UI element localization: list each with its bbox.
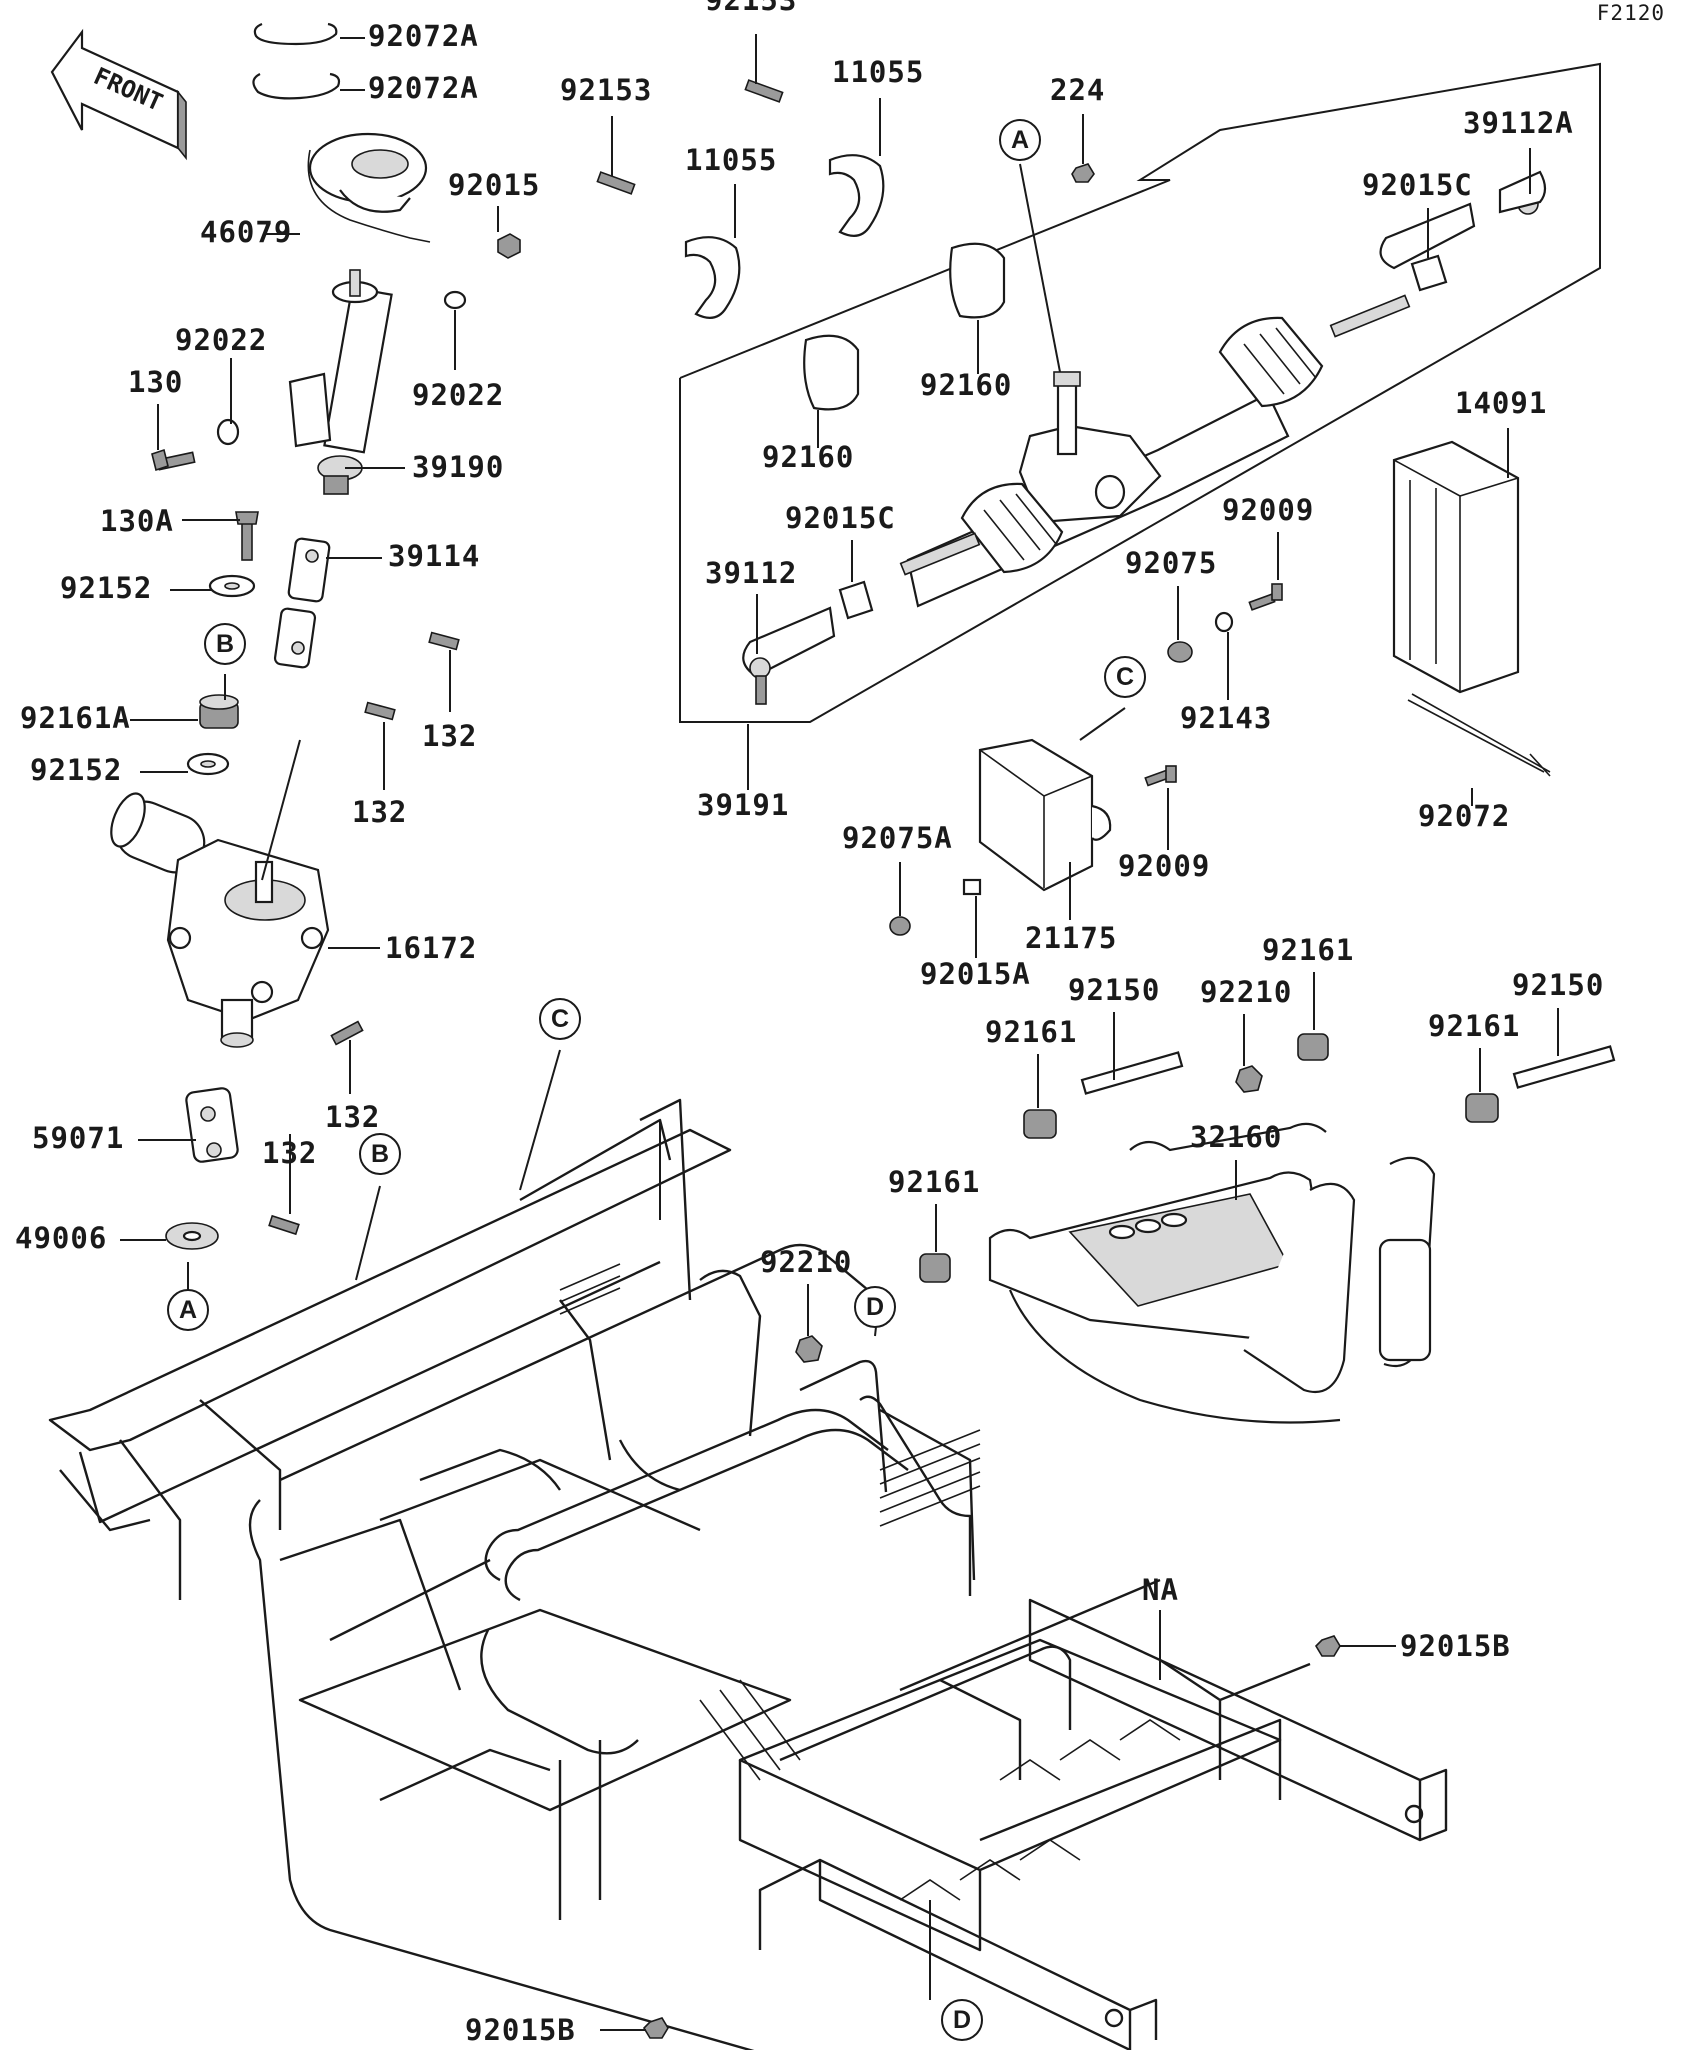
part-label-p-92009-1: 92009 [1222,493,1314,527]
part-label-p-32160: 32160 [1190,1120,1282,1154]
part-label-p-16172: 16172 [385,931,477,965]
callout-letter: D [953,2006,971,2034]
part-label-p-92015a: 92015A [920,957,1031,991]
part-label-p-92072a-2: 92072A [368,71,479,105]
part-label-p-92072: 92072 [1418,799,1510,833]
part-label-p-92161a: 92161A [20,701,131,735]
part-label-p-132-2: 132 [352,795,407,829]
part-label-p-92075a: 92075A [842,821,953,855]
part-label-p-39190: 39190 [412,450,504,484]
part-label-p-132-3: 132 [325,1100,380,1134]
part-label-p-132-4: 132 [262,1136,317,1170]
part-label-p-92015b-1: 92015B [1400,1629,1511,1663]
part-label-p-39191: 39191 [697,788,789,822]
steering-rack-assembly [596,62,1601,723]
part-label-p-92160-1: 92160 [920,368,1012,402]
part-label-p-92022-l: 92022 [175,323,267,357]
steering-column-assembly [110,22,521,1250]
a-arm-assembly [795,1033,1616,1424]
callout-b-1: B [204,623,246,665]
part-label-p-92015b-2: 92015B [465,2013,576,2047]
part-label-p-130: 130 [128,365,183,399]
part-label-p-21175: 21175 [1025,921,1117,955]
part-label-p-92152-2: 92152 [30,753,122,787]
diagram-code: F2120 [1596,1,1665,25]
callout-c-3: C [539,998,581,1040]
part-label-p-92015c-1: 92015C [1362,168,1473,202]
part-label-p-92161-4: 92161 [888,1165,980,1199]
part-label-p-92153-1: 92153 [705,0,797,17]
part-label-p-92210-2: 92210 [760,1245,852,1279]
part-label-p-92015c-2: 92015C [785,501,896,535]
part-label-p-39114: 39114 [388,539,480,573]
part-number-labels: 92072A92072A4607992015920229202213039190… [15,0,1604,2047]
part-label-p-92015: 92015 [448,168,540,202]
front-arrow-icon: FRONT [50,28,187,161]
part-label-p-14091: 14091 [1455,386,1547,420]
part-label-p-46079: 46079 [200,215,292,249]
leader-lines [120,34,1559,2031]
part-label-p-39112a: 39112A [1463,106,1574,140]
part-label-p-132-1: 132 [422,719,477,753]
part-label-p-92160-2: 92160 [762,440,854,474]
callout-circle-icon [941,1999,983,2041]
part-label-p-92009-2: 92009 [1118,849,1210,883]
part-label-p-224: 224 [1050,73,1105,107]
callout-circle-icon [999,119,1041,161]
part-label-p-92022-r: 92022 [412,378,504,412]
callout-letter: B [216,630,234,658]
manual-document [1392,440,1551,777]
callout-circle-icon [167,1289,209,1331]
callout-a-5: A [167,1289,209,1331]
part-label-p-11055-2: 11055 [685,143,777,177]
callout-d-6: D [854,1286,896,1328]
callout-letter: A [179,1296,197,1324]
vehicle-frame [48,1098,1448,2050]
callout-circle-icon [1104,656,1146,698]
part-label-p-130a: 130A [100,504,174,538]
part-label-p-92075: 92075 [1125,546,1217,580]
part-label-p-na: NA [1142,1573,1179,1607]
part-label-p-11055-1: 11055 [832,55,924,89]
callout-letter: C [1116,663,1134,691]
part-label-p-92150-2: 92150 [1512,968,1604,1002]
part-label-p-92150-1: 92150 [1068,973,1160,1007]
callout-circle-icon [359,1133,401,1175]
part-label-p-92152-1: 92152 [60,571,152,605]
part-label-p-92143: 92143 [1180,701,1272,735]
callout-letter: D [866,1293,884,1321]
callout-a-0: A [999,119,1041,161]
callout-letter: A [1011,126,1029,154]
part-label-p-59071: 59071 [32,1121,124,1155]
callout-d-7: D [941,1999,983,2041]
part-label-p-92161-1: 92161 [1262,933,1354,967]
callout-c-2: C [1104,656,1146,698]
part-label-p-92161-3: 92161 [1428,1009,1520,1043]
part-label-p-92161-2: 92161 [985,1015,1077,1049]
reference-callouts: A B C C B A D D [167,119,1146,2041]
part-label-p-49006: 49006 [15,1221,107,1255]
ecu-module [889,738,1177,936]
callout-circle-icon [854,1286,896,1328]
callout-letter: B [371,1140,389,1168]
part-label-p-92153-2: 92153 [560,73,652,107]
callout-b-4: B [359,1133,401,1175]
callout-circle-icon [539,998,581,1040]
part-label-p-92072a-1: 92072A [368,19,479,53]
callout-letter: C [551,1005,569,1033]
part-label-p-92210-1: 92210 [1200,975,1292,1009]
callout-circle-icon [204,623,246,665]
part-label-p-39112: 39112 [705,556,797,590]
